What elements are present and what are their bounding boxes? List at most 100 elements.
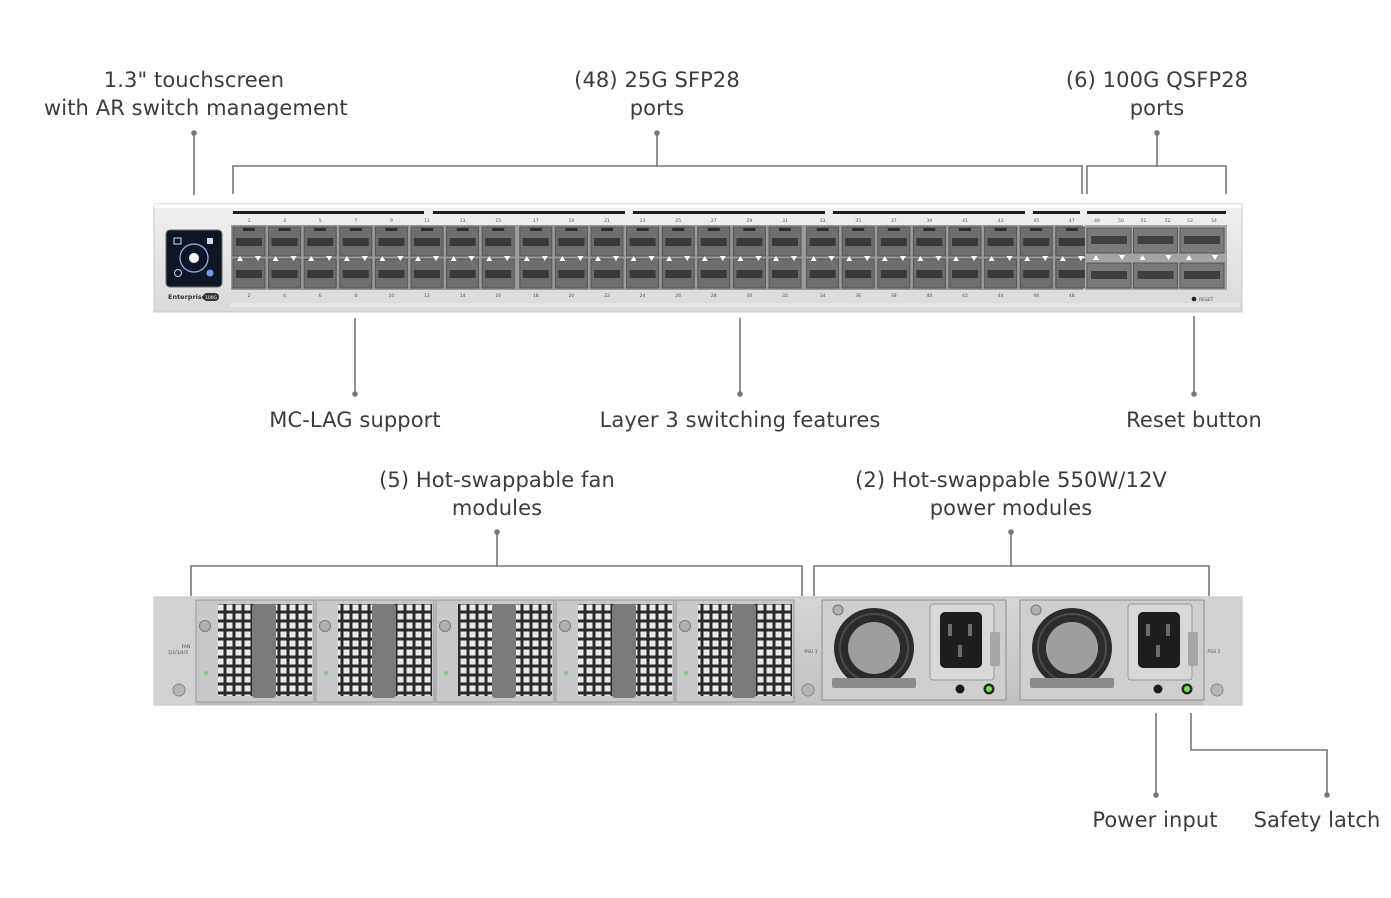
port-led-up-icon bbox=[379, 256, 386, 261]
qsfp28-port-slot bbox=[1184, 236, 1220, 244]
power-module[interactable] bbox=[821, 599, 1007, 701]
port-led-up-icon bbox=[881, 256, 888, 261]
sfp28-port-latch bbox=[492, 228, 505, 231]
port-number-bottom: 18 bbox=[533, 293, 539, 299]
port-number-top: 35 bbox=[855, 218, 861, 224]
sfp28-port-slot bbox=[845, 238, 872, 246]
port-number-bottom: 14 bbox=[460, 293, 466, 299]
sfp28-port-latch bbox=[852, 228, 865, 231]
port-led-up-icon bbox=[523, 256, 530, 261]
touchscreen[interactable] bbox=[165, 229, 223, 288]
psu2-label: PSU 2 bbox=[1207, 649, 1220, 655]
leader-lines-rear bbox=[190, 529, 1330, 798]
sfp28-port-slot bbox=[378, 238, 405, 246]
port-number-bottom: 42 bbox=[962, 293, 968, 299]
port-number-bottom: 2 bbox=[248, 293, 251, 299]
leader-safety-latch-dot bbox=[1324, 792, 1330, 798]
port-led-down-icon bbox=[828, 256, 835, 261]
sfp28-port-slot bbox=[629, 270, 656, 278]
port-number-bottom: 12 bbox=[424, 293, 430, 299]
callout-sfp28-line1: (48) 25G SFP28 bbox=[574, 68, 740, 92]
rear-panel: FAN 1/2/3/4/5 PSU 1 PSU 2 bbox=[153, 596, 1243, 706]
port-led-down-icon bbox=[755, 256, 762, 261]
fan-handle[interactable] bbox=[612, 604, 636, 698]
power-pin bbox=[1166, 624, 1170, 636]
fan-handle[interactable] bbox=[492, 604, 516, 698]
safety-latch[interactable] bbox=[990, 632, 1000, 666]
port-led-up-icon bbox=[595, 256, 601, 261]
touchscreen-info-icon bbox=[174, 269, 182, 277]
port-number-bottom: 22 bbox=[604, 293, 610, 299]
psu-handle[interactable] bbox=[832, 678, 916, 688]
port-led-up-icon bbox=[450, 256, 457, 261]
sfp28-port-latch bbox=[243, 228, 255, 231]
port-number-bottom: 8 bbox=[354, 293, 357, 299]
brand-label: Enterprise bbox=[168, 293, 207, 301]
leader-safety-latch bbox=[1190, 713, 1328, 795]
port-led-down-icon bbox=[577, 256, 584, 261]
sfp28-port-latch bbox=[421, 228, 433, 231]
sfp28-port-slot bbox=[952, 270, 978, 278]
sfp28-port-latch bbox=[278, 228, 291, 231]
port-number-top: 1 bbox=[248, 218, 251, 224]
port-led-down-icon bbox=[719, 256, 726, 261]
port-group-bar bbox=[833, 211, 1025, 214]
fan-handle[interactable] bbox=[252, 604, 276, 698]
port-number-bottom: 6 bbox=[319, 293, 322, 299]
port-number-top: 19 bbox=[569, 218, 575, 224]
rear-middle-screw bbox=[801, 683, 815, 697]
fan-screw-icon bbox=[679, 620, 691, 632]
port-number-top: 23 bbox=[640, 218, 646, 224]
callout-fans-line2: modules bbox=[451, 496, 543, 520]
callout-fans-line1: (5) Hot-swappable fan bbox=[379, 468, 615, 492]
port-led-up-icon bbox=[343, 256, 350, 261]
sfp28-port-latch bbox=[743, 228, 756, 231]
fan-module[interactable] bbox=[675, 599, 795, 703]
callout-power-modules: (2) Hot-swappable 550W/12V power modules bbox=[846, 466, 1176, 522]
sfp28-port-slot bbox=[809, 270, 836, 278]
psu-status-led bbox=[986, 686, 992, 692]
fan-label-line2: 1/2/3/4/5 bbox=[168, 650, 189, 656]
fan-screw-icon bbox=[439, 620, 451, 632]
sfp28-port-latch bbox=[1030, 228, 1043, 231]
psu-status-led bbox=[1184, 686, 1190, 692]
fan-status-led bbox=[204, 671, 208, 675]
callout-sfp28-line2: ports bbox=[629, 96, 685, 120]
port-led-down-icon bbox=[397, 256, 404, 261]
leader-layer3-dot bbox=[737, 391, 743, 397]
sfp28-port-slot bbox=[952, 238, 978, 246]
qsfp28-port-slot bbox=[1137, 271, 1174, 279]
power-module[interactable] bbox=[1019, 599, 1205, 701]
fan-module[interactable] bbox=[315, 599, 435, 703]
reset-button[interactable] bbox=[1191, 296, 1197, 302]
port-number-bottom: 4 bbox=[283, 293, 286, 299]
port-led-down-icon bbox=[864, 256, 871, 261]
fan-status-led bbox=[444, 671, 448, 675]
port-number-top: 15 bbox=[495, 218, 501, 224]
fan-handle[interactable] bbox=[372, 604, 396, 698]
fan-module[interactable] bbox=[195, 599, 315, 703]
port-number-top: 13 bbox=[460, 218, 466, 224]
sfp28-port-latch bbox=[456, 228, 469, 231]
port-led-up-icon bbox=[737, 256, 744, 261]
qsfp28-port-slot bbox=[1091, 236, 1127, 244]
callout-qsfp28-ports: (6) 100G QSFP28 ports bbox=[1057, 66, 1257, 122]
port-number-bottom: 10 bbox=[389, 293, 395, 299]
sfp28-port-latch bbox=[959, 228, 971, 231]
port-led-up-icon bbox=[559, 256, 566, 261]
callout-layer3-line1: Layer 3 switching features bbox=[599, 408, 881, 432]
port-number-top: 43 bbox=[998, 218, 1004, 224]
port-led-down-icon bbox=[290, 256, 297, 261]
fan-module[interactable] bbox=[435, 599, 555, 703]
power-pin bbox=[968, 624, 972, 636]
fan-handle[interactable] bbox=[732, 604, 756, 698]
sfp28-port-latch bbox=[923, 228, 936, 231]
power-modules bbox=[821, 599, 1205, 701]
psu-handle[interactable] bbox=[1030, 678, 1114, 688]
qsfp-group-bar bbox=[1087, 211, 1226, 214]
safety-latch[interactable] bbox=[1188, 632, 1198, 666]
fan-module[interactable] bbox=[555, 599, 675, 703]
port-number-bottom: 40 bbox=[927, 293, 933, 299]
touchscreen-ring bbox=[179, 243, 209, 273]
port-led-up-icon bbox=[701, 256, 708, 261]
